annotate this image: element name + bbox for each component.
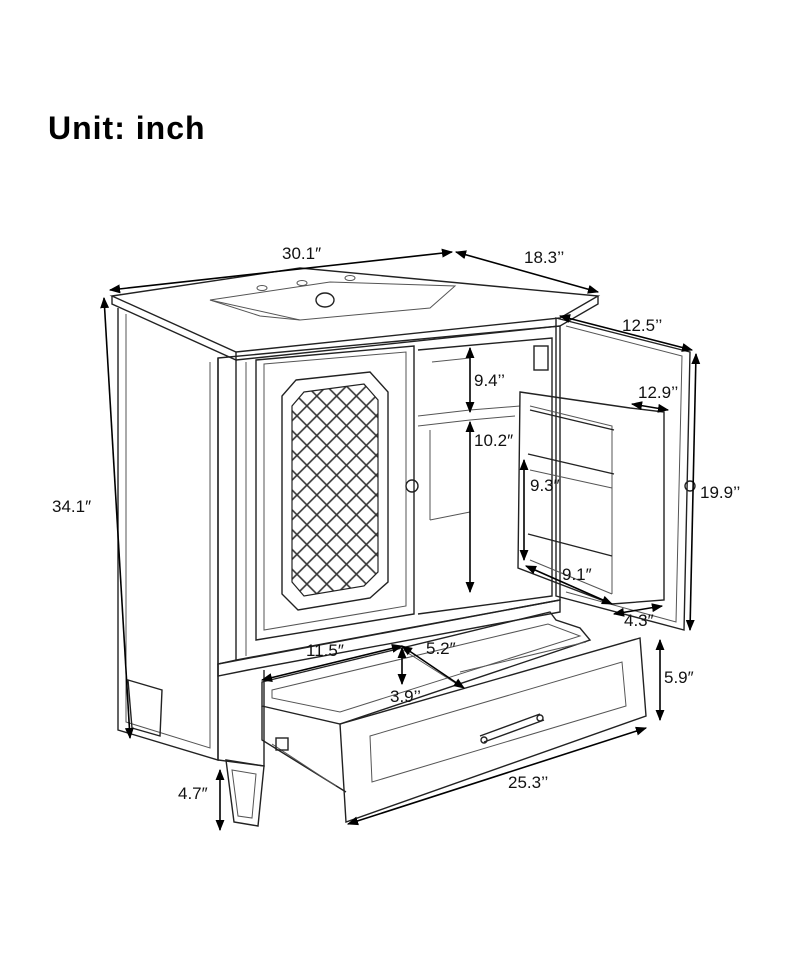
door-rack bbox=[517, 391, 665, 605]
dim-door-width: 12.5’’ bbox=[622, 316, 662, 335]
unit-title: Unit: inch bbox=[48, 110, 206, 146]
faucet-hole-icon bbox=[296, 280, 308, 286]
dim-drawer-depth: 11.5″ bbox=[306, 641, 344, 660]
dimension-labels: 30.1″ 18.3’’ 12.5’’ 9.4’’ 12.9’’ 10.2″ 9… bbox=[52, 244, 740, 803]
dim-top-depth: 18.3’’ bbox=[524, 248, 564, 267]
dim-drawer-width: 25.3’’ bbox=[508, 773, 548, 792]
hinge-icon bbox=[533, 345, 549, 371]
faucet-hole-icon bbox=[256, 285, 268, 291]
faucet-hole-icon bbox=[344, 275, 356, 281]
sink-basin bbox=[209, 281, 457, 321]
dim-lower-shelf: 10.2″ bbox=[474, 431, 513, 450]
door-knob-icon bbox=[405, 479, 419, 493]
drawer-box bbox=[261, 611, 592, 725]
lattice-panel bbox=[291, 383, 379, 597]
dimension-lines bbox=[100, 248, 701, 832]
dim-drawer-divider: 5.2″ bbox=[426, 639, 456, 658]
dim-door-height: 19.9’’ bbox=[700, 483, 740, 502]
dim-drawer-height: 5.9″ bbox=[664, 668, 694, 687]
dim-top-width: 30.1″ bbox=[282, 244, 321, 263]
left-door bbox=[255, 345, 415, 641]
slide-rail-icon bbox=[275, 737, 289, 751]
dim-shelf-width: 12.9’’ bbox=[638, 383, 678, 402]
drawer-front bbox=[339, 637, 647, 823]
dim-rack-height: 9.3″ bbox=[530, 476, 560, 495]
dim-rack-width: 9.1″ bbox=[562, 565, 592, 584]
dim-upper-shelf: 9.4’’ bbox=[474, 371, 505, 390]
dim-drawer-inner-height: 3.9’’ bbox=[390, 687, 421, 706]
dim-rack-depth: 4.3″ bbox=[624, 611, 654, 630]
dim-total-height: 34.1″ bbox=[52, 497, 91, 516]
drain-icon bbox=[315, 292, 335, 308]
cabinet-illustration bbox=[109, 267, 696, 827]
dim-leg-height: 4.7″ bbox=[178, 784, 208, 803]
